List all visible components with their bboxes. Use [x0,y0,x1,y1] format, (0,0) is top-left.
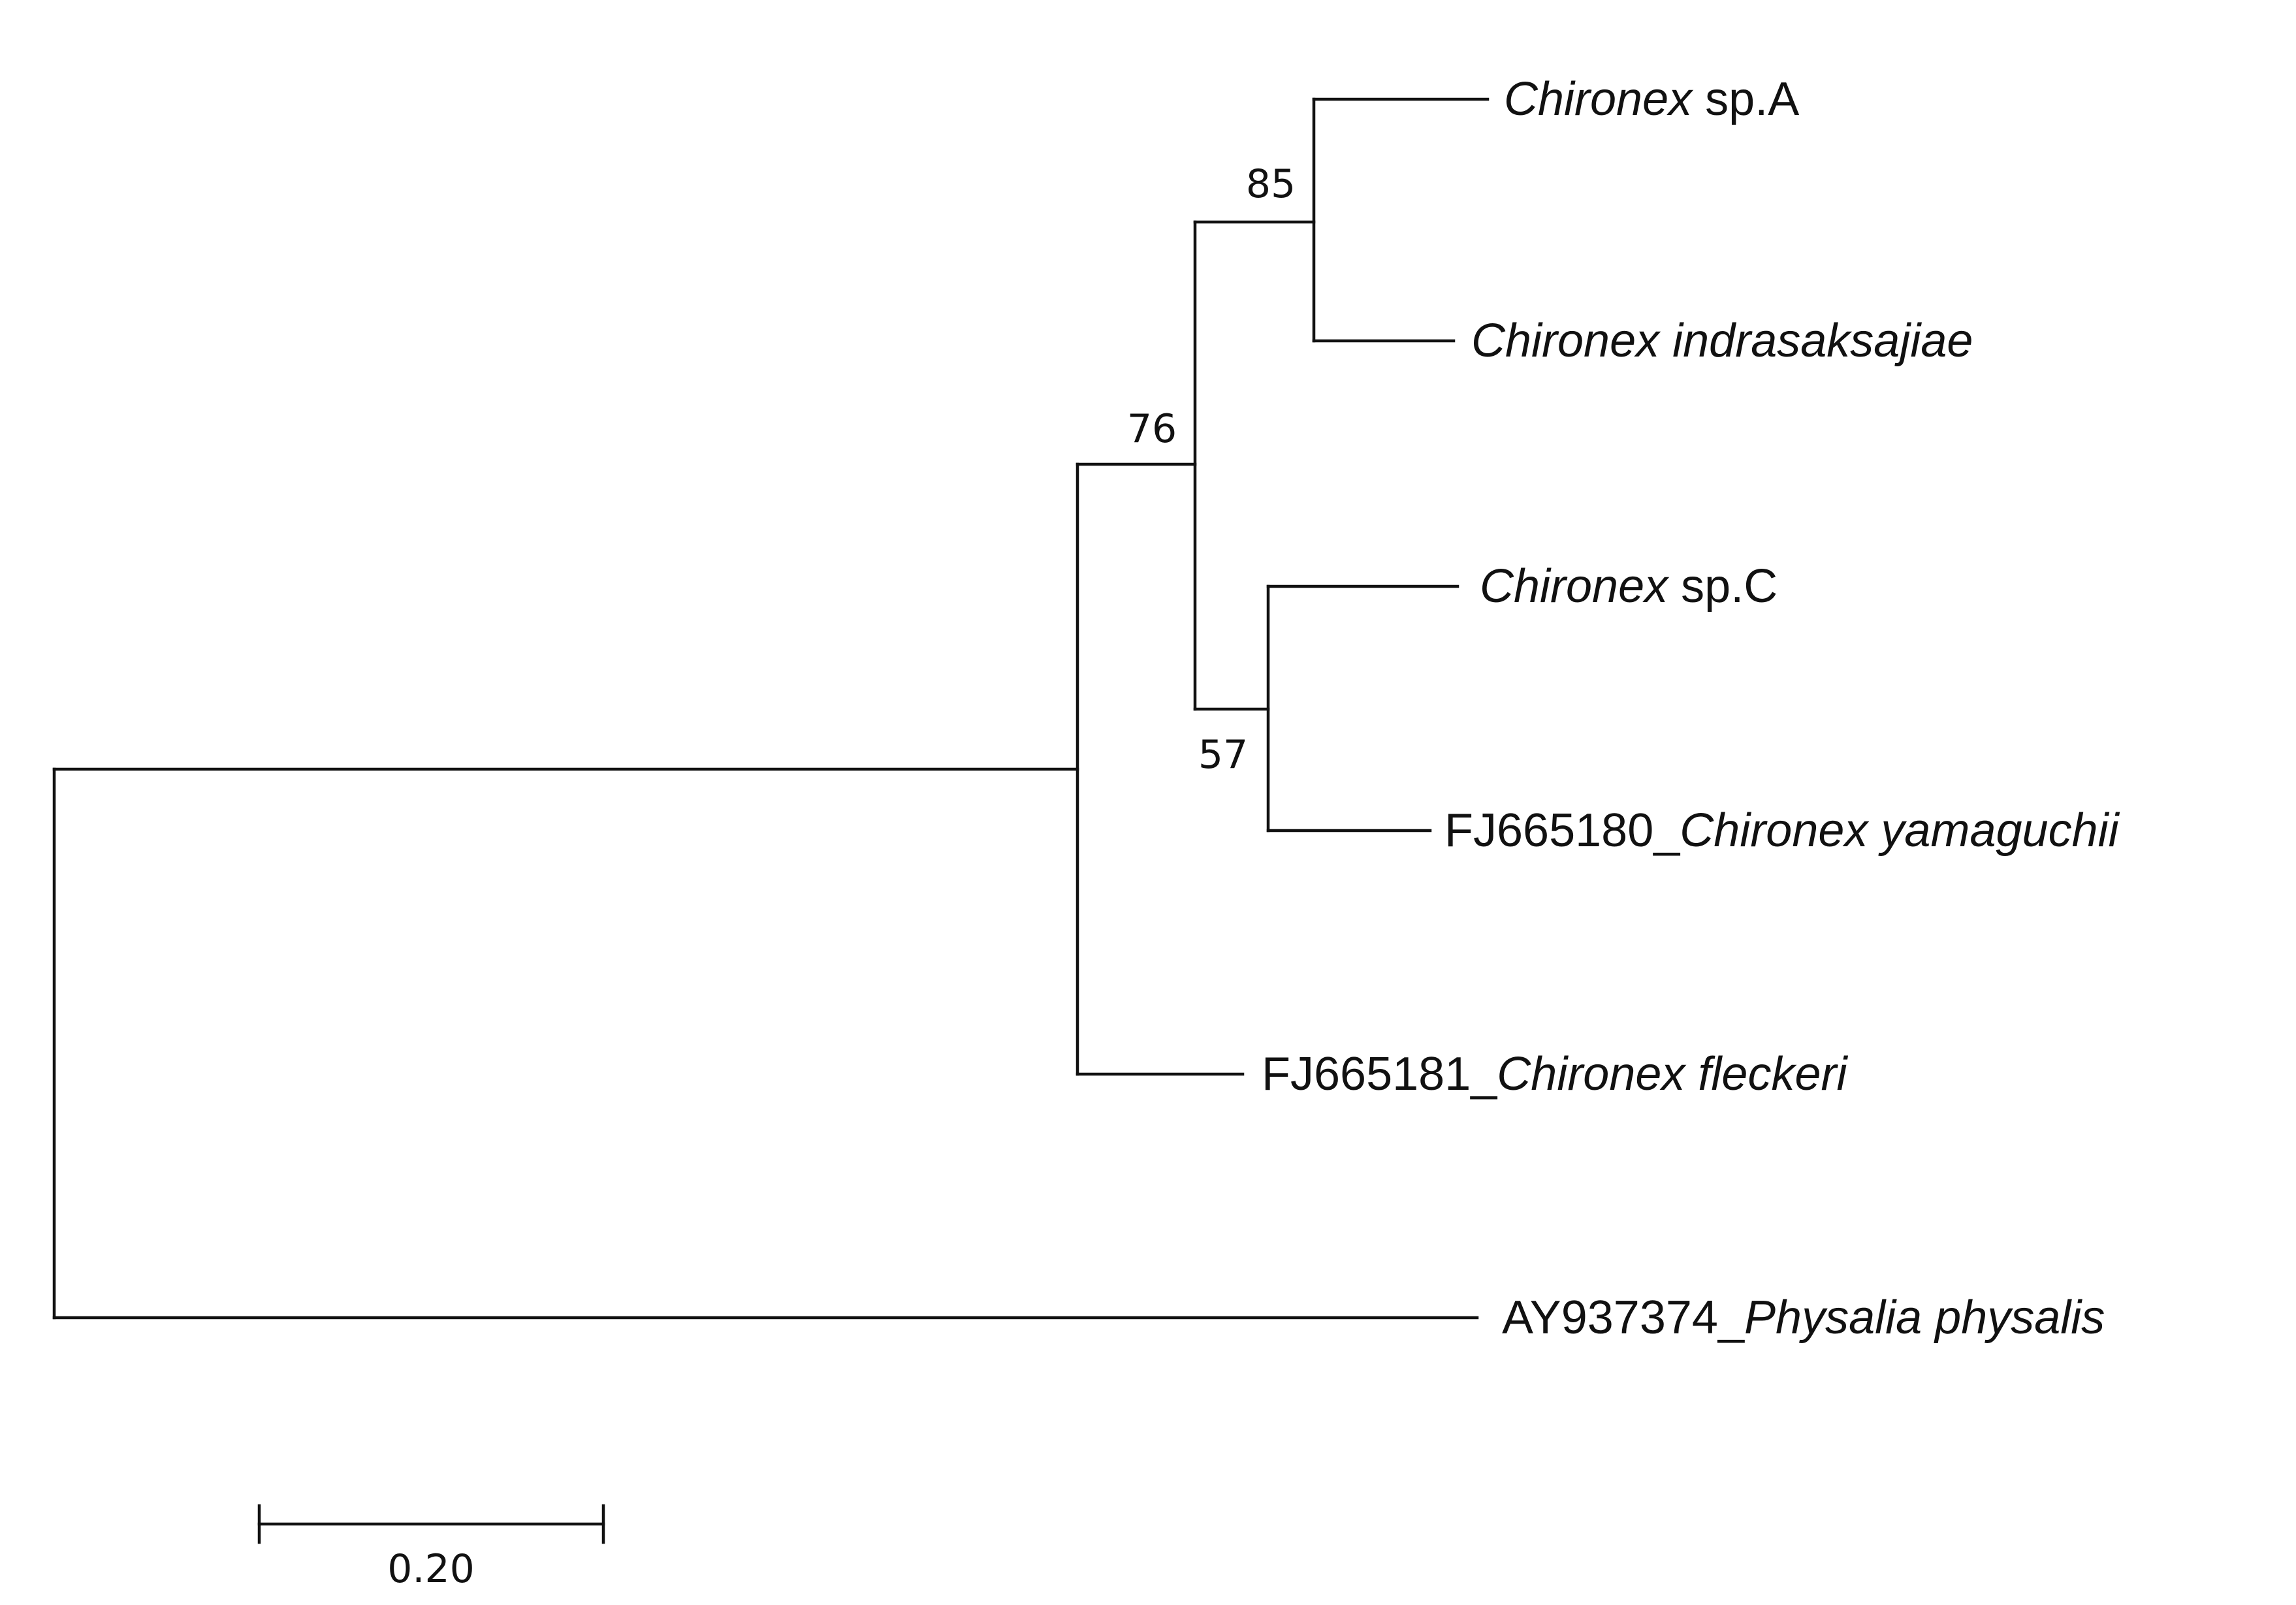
taxon-chironex-indrasaksajiae: Chironex indrasaksajiae [1471,315,1973,367]
taxon-species-suffix: sp.C [1668,560,1778,612]
taxon-genus: Chironex [1504,73,1694,125]
scale-bar-label: 0.20 [387,1546,475,1592]
taxon-name: Chironex yamaguchii [1680,804,2120,857]
taxon-genus: Chironex [1480,560,1670,612]
taxon-name: Chironex fleckeri [1497,1048,1848,1100]
taxon-accession: FJ665181_ [1262,1048,1497,1100]
taxon-accession: AY937374_ [1502,1292,1745,1344]
taxon-chironex-sp-a: Chironex sp.A [1504,73,1799,125]
taxon-name: Physalia physalis [1744,1292,2105,1344]
taxon-chironex-sp-c: Chironex sp.C [1480,560,1778,612]
scale-bar: 0.20 [257,1504,605,1592]
taxon-physalia-physalis: AY937374_Physalia physalis [1502,1292,2105,1344]
taxon-accession: FJ665180_ [1444,804,1680,857]
taxon-chironex-yamaguchii: FJ665180_Chironex yamaguchii [1444,804,2120,857]
support-value-57: 57 [1198,732,1248,778]
support-value-76: 76 [1127,406,1177,452]
taxon-name: Chironex indrasaksajiae [1471,315,1973,367]
taxon-chironex-fleckeri: FJ665181_Chironex fleckeri [1262,1048,1848,1100]
support-value-85: 85 [1246,161,1296,207]
taxon-species-suffix: sp.A [1692,73,1799,125]
